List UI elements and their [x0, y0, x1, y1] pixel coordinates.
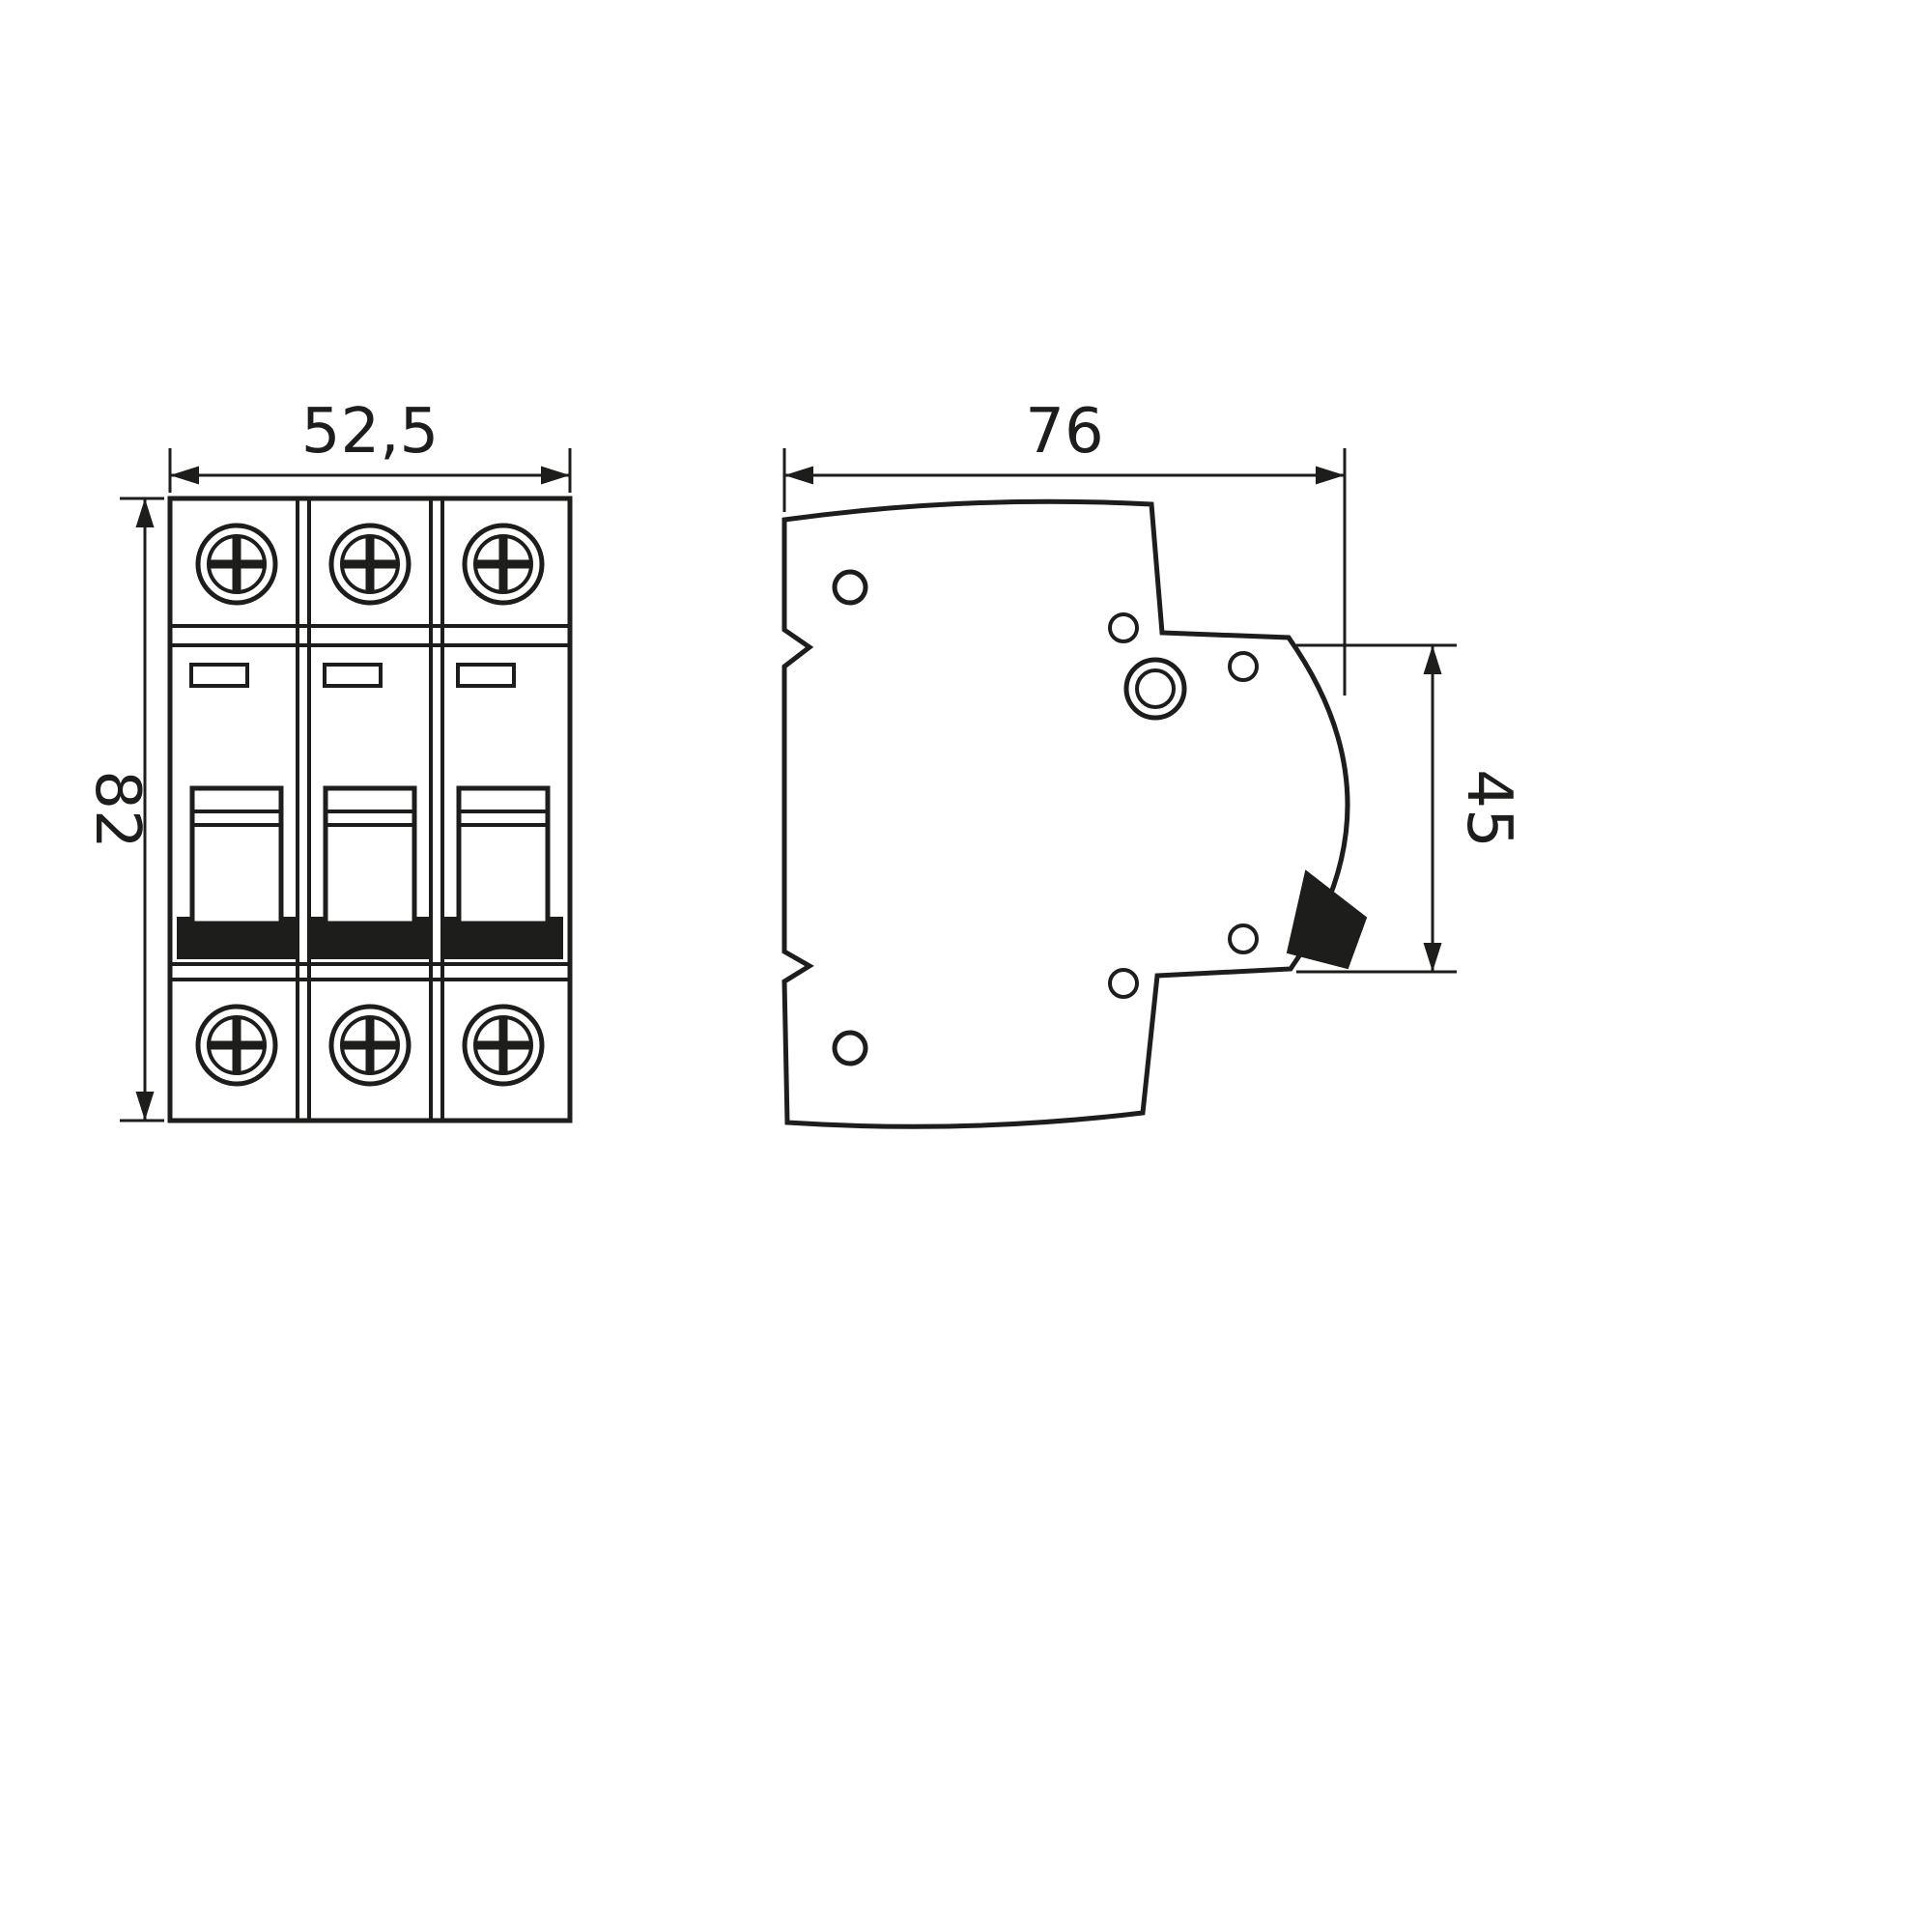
arrowhead-icon	[170, 466, 199, 485]
toggle-lever	[189, 785, 284, 926]
front-view	[167, 496, 573, 1123]
indicator-window	[189, 663, 249, 688]
arrowhead-icon	[135, 498, 155, 527]
terminal-screw-icon	[465, 1007, 542, 1084]
toggle-lever	[456, 785, 551, 926]
rivet-circle	[832, 569, 868, 606]
toggle-body	[323, 785, 417, 926]
pin-circle	[1228, 923, 1259, 954]
pin-circle	[1108, 968, 1139, 999]
side-depth-label: 76	[1025, 396, 1103, 468]
arrowhead-icon	[1423, 645, 1442, 674]
pin-circle	[1228, 651, 1259, 682]
front-width-label: 52,5	[301, 396, 440, 468]
dimension-side-depth: 76	[782, 396, 1347, 696]
arrowhead-icon	[1316, 466, 1345, 485]
toggle-body	[456, 785, 551, 926]
dimension-front-height: 82	[81, 497, 164, 1122]
rivet-circle	[832, 1030, 868, 1066]
dimension-face-height: 45	[1296, 643, 1524, 974]
face-height-label: 45	[1453, 769, 1524, 847]
pin-circle	[1108, 612, 1139, 643]
terminal-screw-icon	[198, 526, 275, 603]
dimension-front-width: 52,5	[168, 396, 572, 493]
arrowhead-icon	[784, 466, 813, 485]
axle-circle-inner	[1135, 668, 1176, 709]
indicator-window	[456, 663, 516, 688]
arrowhead-icon	[135, 1092, 155, 1121]
axle-circle-outer	[1123, 657, 1187, 721]
side-view-outline	[781, 498, 1350, 1129]
arrowhead-icon	[541, 466, 570, 485]
terminal-screw-icon	[465, 526, 542, 603]
terminal-screw-icon	[198, 1007, 275, 1084]
terminal-screw-icon	[331, 526, 409, 603]
terminal-screw-icon	[331, 1007, 409, 1084]
side-view	[781, 498, 1368, 1129]
toggle-body	[189, 785, 284, 926]
front-height-label: 82	[81, 770, 153, 848]
arrowhead-icon	[1423, 943, 1442, 972]
indicator-window	[323, 663, 383, 688]
toggle-lever	[323, 785, 417, 926]
